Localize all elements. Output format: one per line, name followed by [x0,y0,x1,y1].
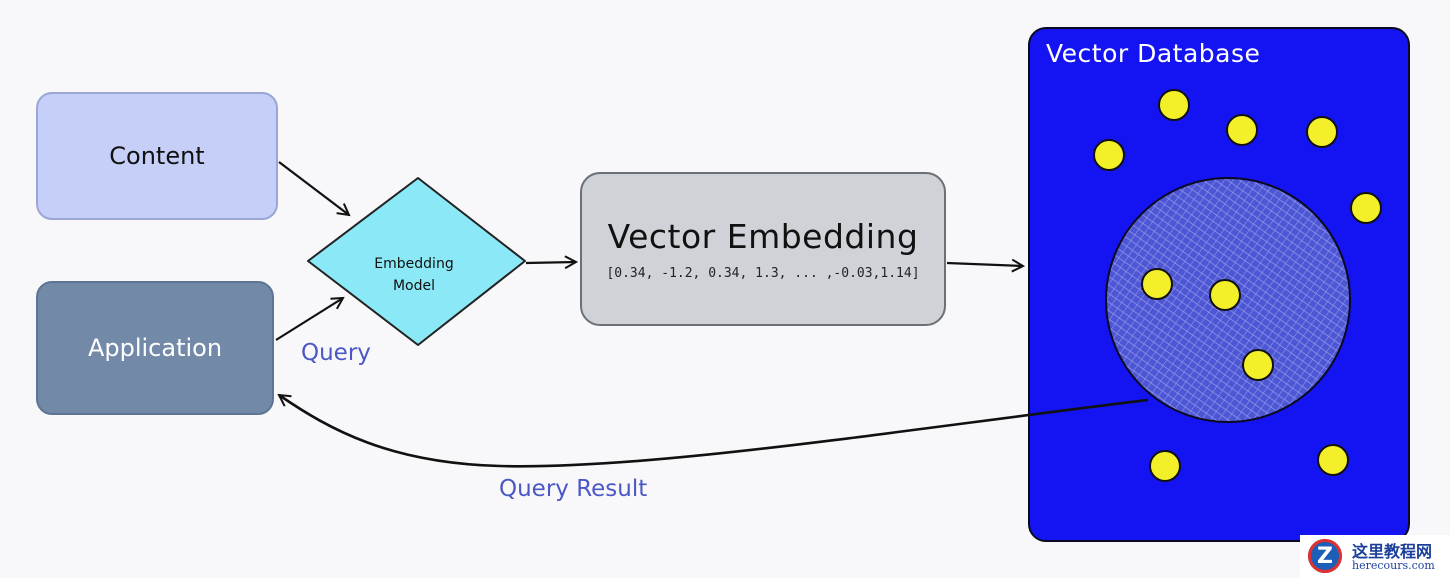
data-points [1093,89,1382,482]
edge-content-to-model [278,161,349,215]
content-label: Content [109,142,205,170]
watermark: Z 这里教程网 herecours.com [1300,535,1450,578]
watermark-url: herecours.com [1352,559,1435,572]
edge-embedding-to-database [946,263,1023,266]
embedding-model-label-line1: Embedding [374,256,453,272]
vector-embedding-node: Vector Embedding [0.34, -1.2, 0.34, 1.3,… [580,172,946,326]
data-point [1226,114,1258,146]
embedding-model-label-line2: Model [393,278,435,294]
data-point [1306,116,1338,148]
embedding-model-node [307,177,526,346]
watermark-logo-icon: Z [1308,539,1342,573]
application-label: Application [87,334,223,362]
content-node: Content [36,92,278,220]
edge-application-to-model [275,298,343,341]
query-result-label: Query Result [499,476,648,502]
query-label: Query [301,340,371,366]
edge-database-to-application [279,395,1149,468]
vector-embedding-values: [0.34, -1.2, 0.34, 1.3, ... ,-0.03,1.14] [606,266,920,281]
vector-database-title: Vector Database [1046,39,1261,68]
data-point [1158,89,1190,121]
watermark-name: 这里教程网 [1352,542,1433,561]
application-node: Application [36,281,274,415]
data-point [1317,444,1349,476]
vector-embedding-title: Vector Embedding [607,217,919,256]
edge-model-to-embedding [525,262,576,263]
data-point [1149,450,1181,482]
data-point [1350,192,1382,224]
data-point [1093,139,1125,171]
data-point [1209,279,1241,311]
data-point [1141,268,1173,300]
data-point [1242,349,1274,381]
